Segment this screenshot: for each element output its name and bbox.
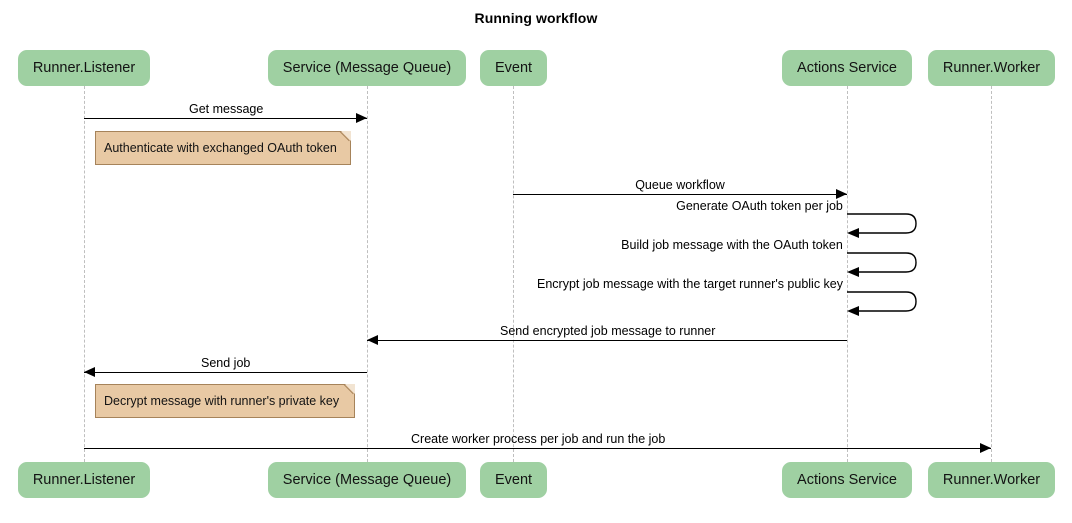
participant-header-service-message-queue[interactable]: Service (Message Queue) [268, 50, 466, 86]
page-title: Running workflow [474, 10, 598, 26]
arrow-head-left-icon [84, 367, 95, 378]
note-decrypt-message-with-runners-private-key[interactable]: Decrypt message with runner's private ke… [95, 384, 355, 418]
message-line [367, 340, 847, 341]
message-label: Build job message with the OAuth token [621, 238, 843, 252]
participant-footer-runner-worker[interactable]: Runner.Worker [928, 462, 1055, 498]
arrow-head-left-icon [367, 335, 378, 346]
lifeline-service-message-queue [367, 86, 368, 462]
self-loop-path [847, 252, 932, 283]
note-label: Authenticate with exchanged OAuth token [104, 141, 337, 155]
note-authenticate-with-exchanged-oauth-token[interactable]: Authenticate with exchanged OAuth token [95, 131, 351, 165]
lifeline-runner-worker [991, 86, 992, 462]
note-fold-edge-icon [337, 131, 351, 145]
message-line [84, 118, 367, 119]
lifeline-actions-service [847, 86, 848, 462]
self-loop-path [847, 291, 932, 322]
message-label: Send encrypted job message to runner [500, 324, 716, 338]
message-line [513, 194, 847, 195]
lifeline-event [513, 86, 514, 462]
participant-footer-event[interactable]: Event [480, 462, 547, 498]
participant-header-event[interactable]: Event [480, 50, 547, 86]
message-label: Queue workflow [635, 178, 725, 192]
participant-footer-runner-listener[interactable]: Runner.Listener [18, 462, 150, 498]
note-label: Decrypt message with runner's private ke… [104, 394, 340, 408]
message-label: Create worker process per job and run th… [411, 432, 666, 446]
lifeline-runner-listener [84, 86, 85, 462]
message-label: Encrypt job message with the target runn… [537, 277, 844, 291]
message-label: Get message [189, 102, 264, 116]
arrow-head-right-icon [356, 113, 367, 124]
arrow-head-right-icon [836, 189, 847, 200]
participant-header-runner-listener[interactable]: Runner.Listener [18, 50, 150, 86]
participant-footer-actions-service[interactable]: Actions Service [782, 462, 912, 498]
message-label: Generate OAuth token per job [676, 199, 843, 213]
note-fold-edge-icon [341, 384, 355, 398]
participant-footer-service-message-queue[interactable]: Service (Message Queue) [268, 462, 466, 498]
message-line [84, 372, 367, 373]
self-loop-path [847, 213, 932, 244]
arrow-head-right-icon [980, 443, 991, 454]
participant-header-runner-worker[interactable]: Runner.Worker [928, 50, 1055, 86]
message-line [84, 448, 991, 449]
participant-header-actions-service[interactable]: Actions Service [782, 50, 912, 86]
message-label: Send job [201, 356, 251, 370]
